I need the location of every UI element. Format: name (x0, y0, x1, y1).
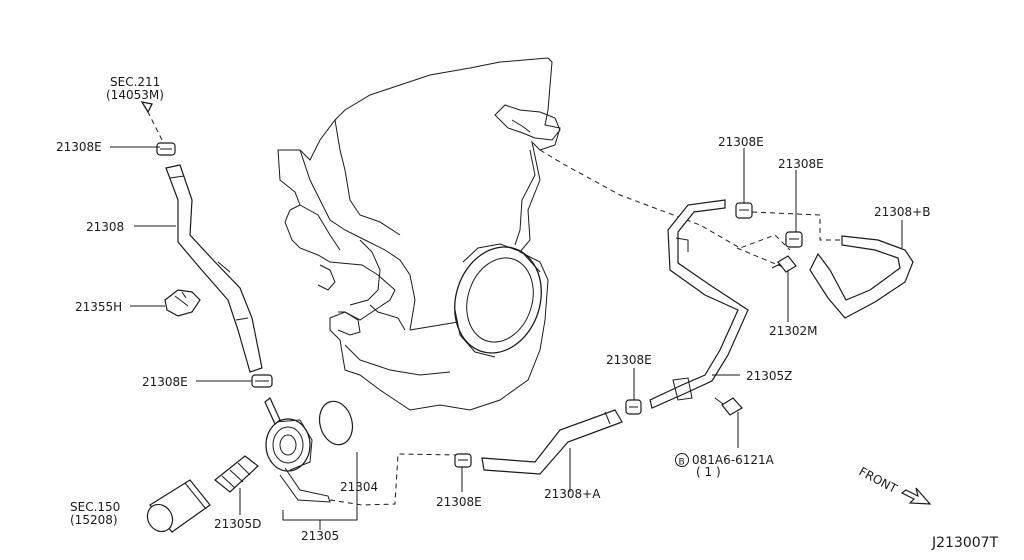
gasket-21304 (318, 400, 354, 446)
connection-lines (329, 149, 842, 506)
hose-21308 (165, 164, 263, 373)
label-sec211: SEC.211 (110, 75, 160, 89)
bolt-21302M (771, 255, 797, 273)
clamp-21308E-center (625, 399, 642, 415)
label-21308E-upper-right1: 21308E (718, 135, 764, 149)
hose-21308A (481, 409, 623, 475)
bolt-marker-circle (675, 453, 689, 467)
label-21302M: 21302M (769, 324, 818, 338)
label-bolt-code: 081A6-6121A (692, 453, 775, 467)
bolt-081A6 (714, 397, 743, 416)
clamp-21355H (164, 289, 201, 317)
label-front: FRONT (857, 464, 900, 496)
hose-21308B (809, 235, 914, 319)
engine-block-illustration (277, 57, 561, 411)
label-21305: 21305 (301, 529, 339, 543)
label-bolt-qty: ( 1 ) (696, 465, 721, 479)
label-21308E-top: 21308E (56, 140, 102, 154)
label-21305D: 21305D (214, 517, 261, 531)
label-sec150-sub: (15208) (70, 513, 118, 527)
label-21308E-bottom: 21308E (436, 495, 482, 509)
clamp-21308E-bottom (454, 453, 472, 468)
oil-cooler-21305 (264, 397, 331, 503)
label-21308E-center: 21308E (606, 353, 652, 367)
leader-lines (110, 146, 903, 530)
label-21308B: 21308+B (874, 205, 930, 219)
clamp-21308E-upper-right2 (785, 231, 803, 248)
sec211-arrow (140, 101, 163, 141)
label-sec211-sub: (14053M) (106, 88, 164, 102)
front-arrow (900, 487, 932, 505)
oil-filter (146, 479, 211, 533)
label-21308A: 21308+A (544, 487, 601, 501)
tube-21305Z (649, 199, 749, 409)
label-sec150: SEC.150 (70, 500, 120, 514)
label-bolt-marker: B (679, 458, 685, 468)
connector-21305D (214, 455, 259, 493)
label-21305Z: 21305Z (746, 369, 792, 383)
clamp-21308E-upper-right1 (735, 202, 753, 219)
label-21355H: 21355H (75, 300, 122, 314)
label-21308E-upper-right2: 21308E (778, 157, 824, 171)
label-21308: 21308 (86, 220, 124, 234)
clamp-21308E-top (156, 142, 176, 156)
clamp-21308E-mid (251, 374, 273, 388)
label-21308E-mid: 21308E (142, 375, 188, 389)
label-21304: 21304 (340, 480, 378, 494)
label-diagram-id: J213007T (931, 535, 999, 551)
